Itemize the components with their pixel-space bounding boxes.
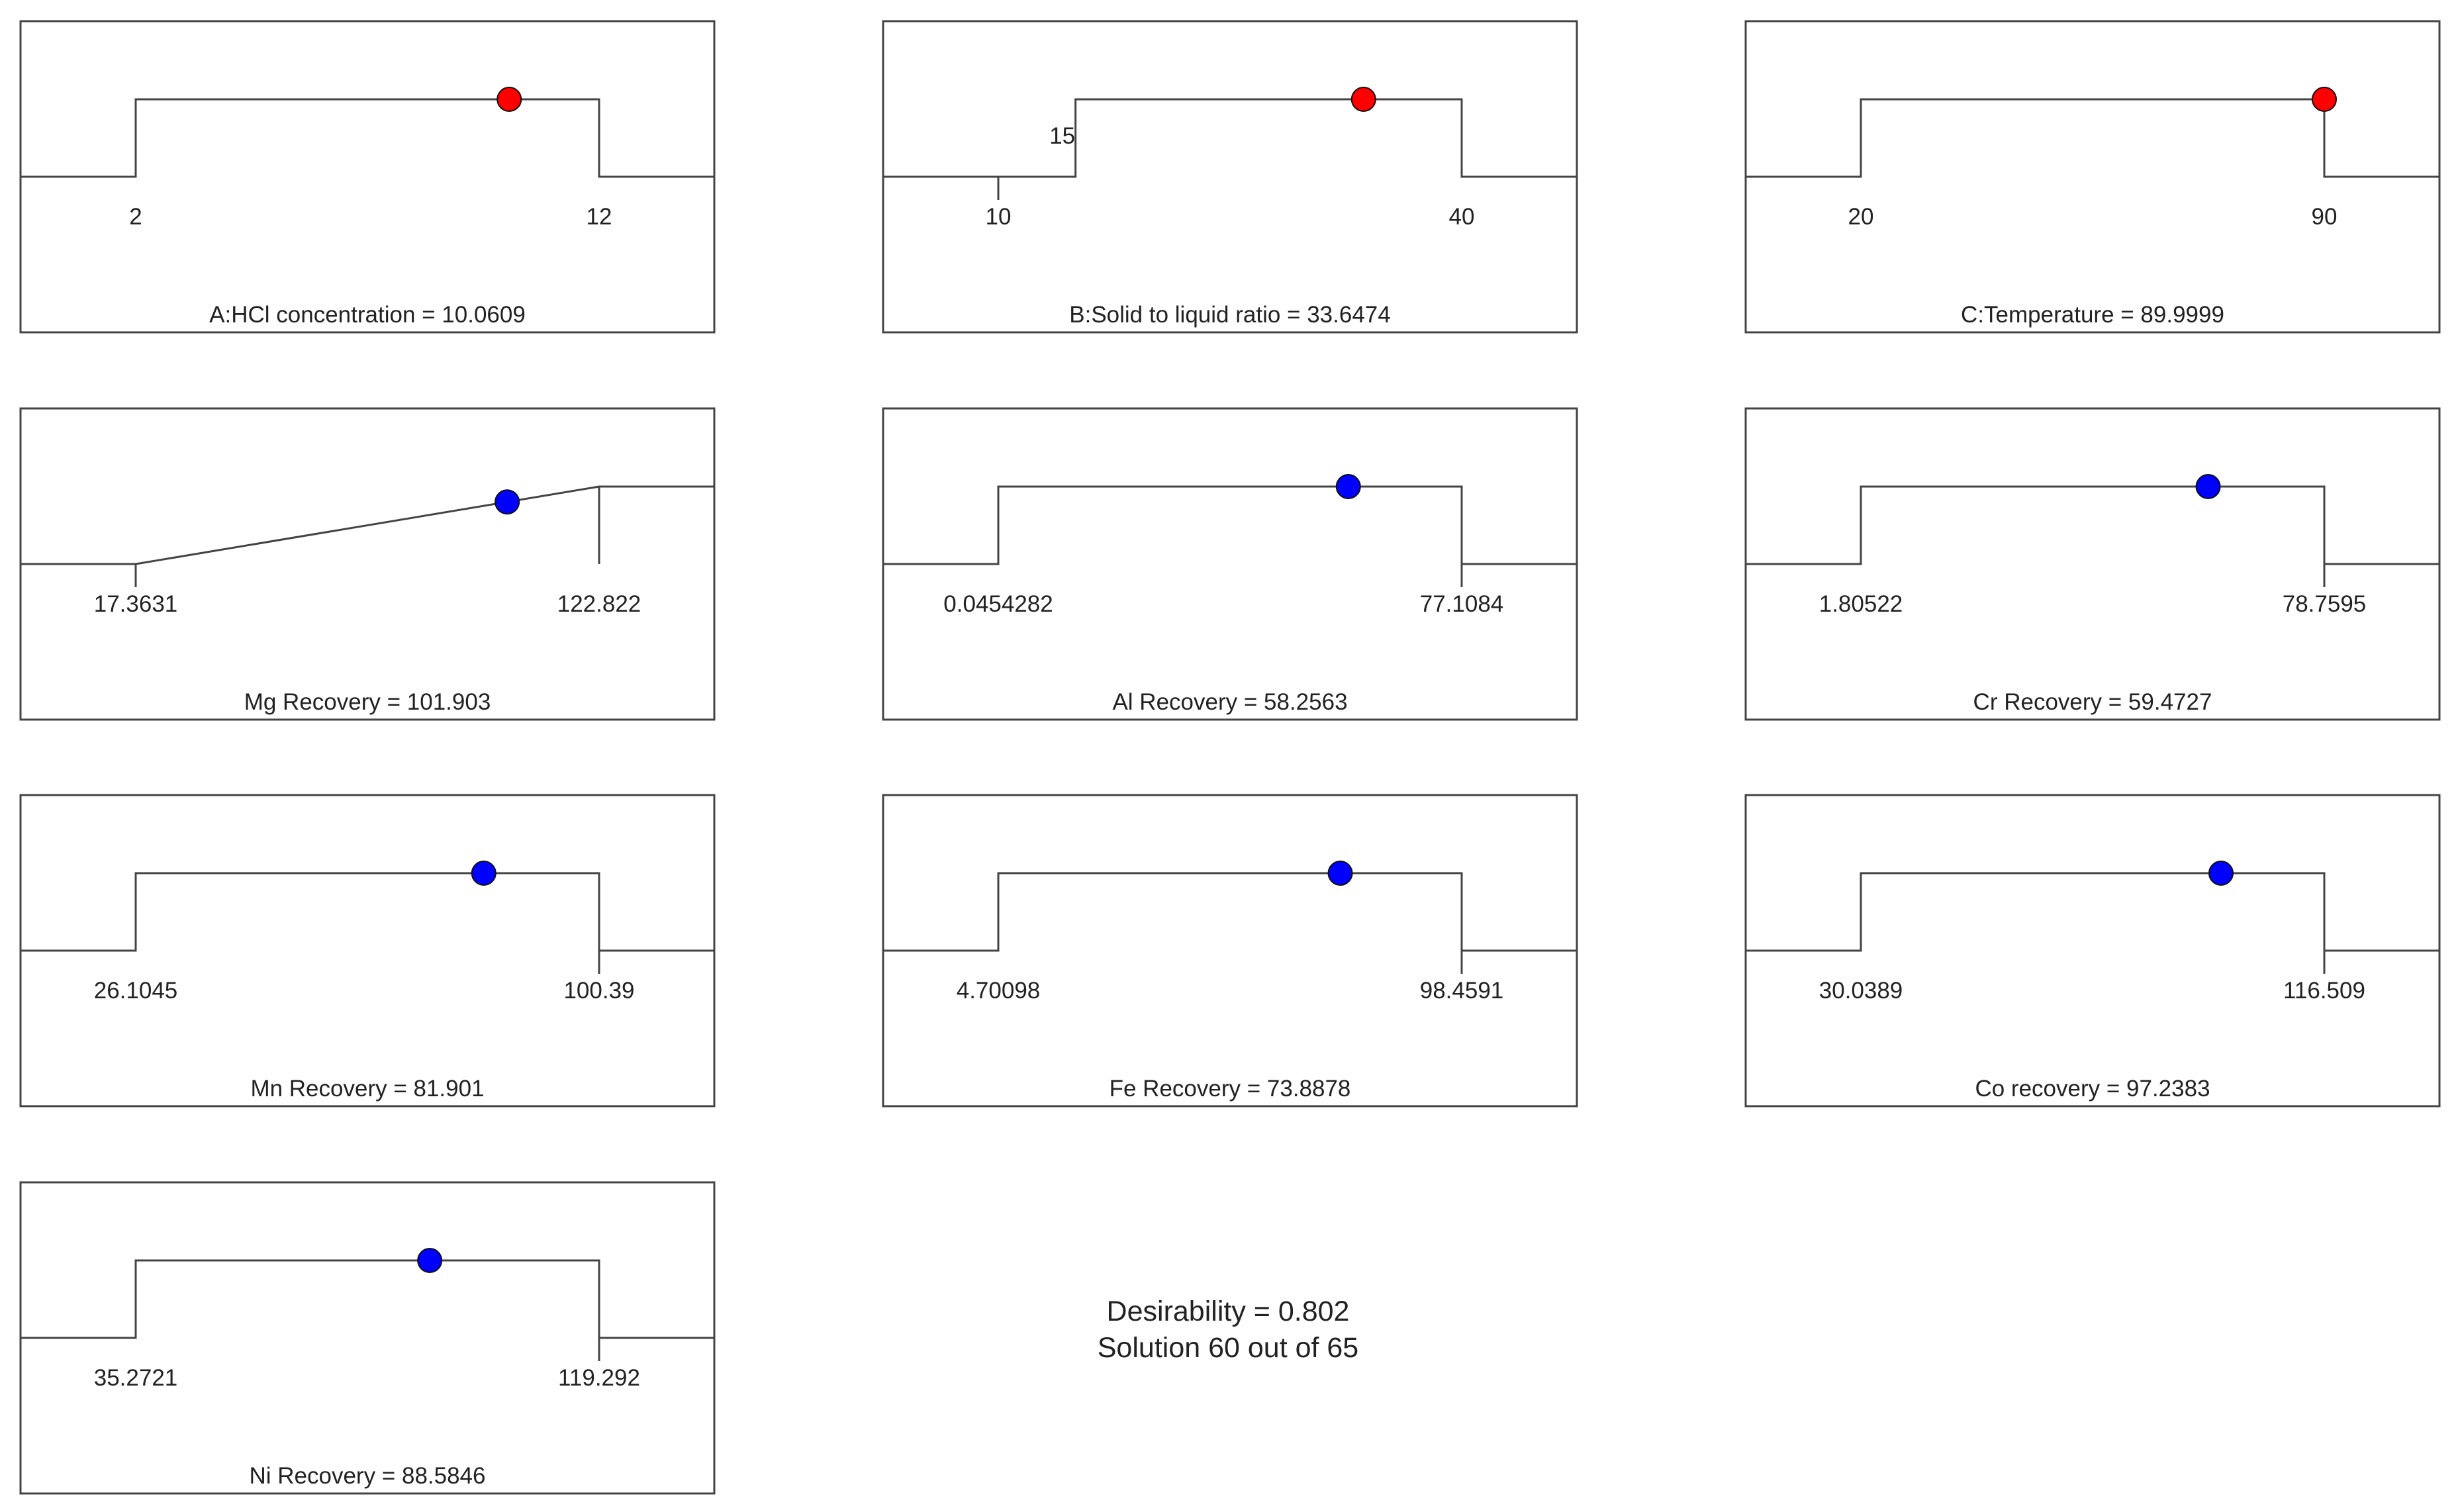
desirability-ramp-line	[883, 98, 1577, 178]
low-bound-label: 26.1045	[94, 978, 178, 1004]
high-bound-label: 122.822	[557, 591, 641, 617]
low-bound-label: 35.2721	[94, 1365, 178, 1391]
response-prediction-marker	[1335, 474, 1361, 499]
desirability-ramp-line	[21, 485, 714, 565]
panel-title: Co recovery = 97.2383	[1975, 1076, 2210, 1102]
factor-setting-marker	[1350, 87, 1376, 112]
low-bound-label: 30.0389	[1819, 978, 1903, 1004]
desirability-ramp-line	[21, 98, 714, 178]
panel-title: C:Temperature = 89.9999	[1961, 302, 2224, 328]
low-bound-label: 20	[1848, 204, 1874, 230]
summary-block: Desirability = 0.802 Solution 60 out of …	[1098, 1296, 1358, 1364]
axis-min-label: 10	[986, 204, 1012, 230]
low-bound-label: 0.0454282	[943, 591, 1053, 617]
desirability-ramp-line	[21, 872, 714, 952]
ramp-panel: 35.2721 119.292 Ni Recovery = 88.5846	[19, 1181, 716, 1495]
high-bound-label: 98.4591	[1420, 978, 1504, 1004]
panel-title: Mg Recovery = 101.903	[244, 689, 491, 715]
ramp-panel: 4.70098 98.4591 Fe Recovery = 73.8878	[882, 794, 1578, 1108]
low-bound-label: 2	[129, 204, 142, 230]
desirability-ramp-line	[1746, 485, 2439, 565]
desirability-ramp-line	[883, 485, 1577, 565]
desirability-ramp-line	[883, 872, 1577, 952]
ramp-panel: 17.3631 122.822 Mg Recovery = 101.903	[19, 407, 716, 721]
low-bound-label: 17.3631	[94, 591, 178, 617]
panel-title: Fe Recovery = 73.8878	[1110, 1076, 1351, 1102]
response-prediction-marker	[495, 489, 520, 515]
panel-title: B:Solid to liquid ratio = 33.6474	[1069, 302, 1390, 328]
high-bound-label: 12	[587, 204, 612, 230]
desirability-ramp-line	[1746, 872, 2439, 952]
ramp-panels: 2 12A:HCl concentration = 10.0609 10 15 40B:…	[19, 20, 2441, 1495]
ramp-panel: 26.1045 100.39 Mn Recovery = 81.901	[19, 794, 716, 1108]
ramp-panel: 20 90C:Temperature = 89.9999	[1744, 20, 2441, 334]
low-bound-label: 1.80522	[1819, 591, 1903, 617]
high-bound-label: 116.509	[2283, 978, 2365, 1004]
desirability-ramp-line	[21, 1259, 714, 1339]
high-bound-label: 100.39	[563, 978, 634, 1004]
ramp-panel: 30.0389 116.509 Co recovery = 97.2383	[1744, 794, 2441, 1108]
factor-setting-marker	[496, 87, 522, 112]
panel-title: A:HCl concentration = 10.0609	[209, 302, 526, 328]
response-prediction-marker	[1327, 861, 1353, 886]
response-prediction-marker	[471, 861, 496, 886]
high-bound-label: 78.7595	[2283, 591, 2367, 617]
panel-title: Mn Recovery = 81.901	[250, 1076, 484, 1102]
ramp-panel: 1.80522 78.7595 Cr Recovery = 59.4727	[1744, 407, 2441, 721]
panel-title: Al Recovery = 58.2563	[1112, 689, 1347, 715]
low-bound-label: 15	[1049, 123, 1075, 149]
desirability-text: Desirability = 0.802	[1107, 1296, 1350, 1327]
ramp-panel: 10 15 40B:Solid to liquid ratio = 33.6474	[882, 20, 1578, 334]
solution-text: Solution 60 out of 65	[1098, 1332, 1358, 1364]
high-bound-label: 40	[1449, 204, 1475, 230]
response-prediction-marker	[2195, 474, 2221, 499]
low-bound-label: 4.70098	[957, 978, 1041, 1004]
high-bound-label: 77.1084	[1420, 591, 1504, 617]
panel-title: Ni Recovery = 88.5846	[249, 1463, 485, 1489]
ramp-panel: 2 12A:HCl concentration = 10.0609	[19, 20, 716, 334]
ramp-panel: 0.0454282 77.1084 Al Recovery = 58.2563	[882, 407, 1578, 721]
response-prediction-marker	[417, 1248, 443, 1273]
desirability-ramp-line	[1746, 98, 2439, 178]
panel-title: Cr Recovery = 59.4727	[1973, 689, 2212, 715]
factor-setting-marker	[2311, 87, 2337, 112]
high-bound-label: 90	[2312, 204, 2338, 230]
response-prediction-marker	[2208, 861, 2234, 886]
high-bound-label: 119.292	[558, 1365, 640, 1391]
